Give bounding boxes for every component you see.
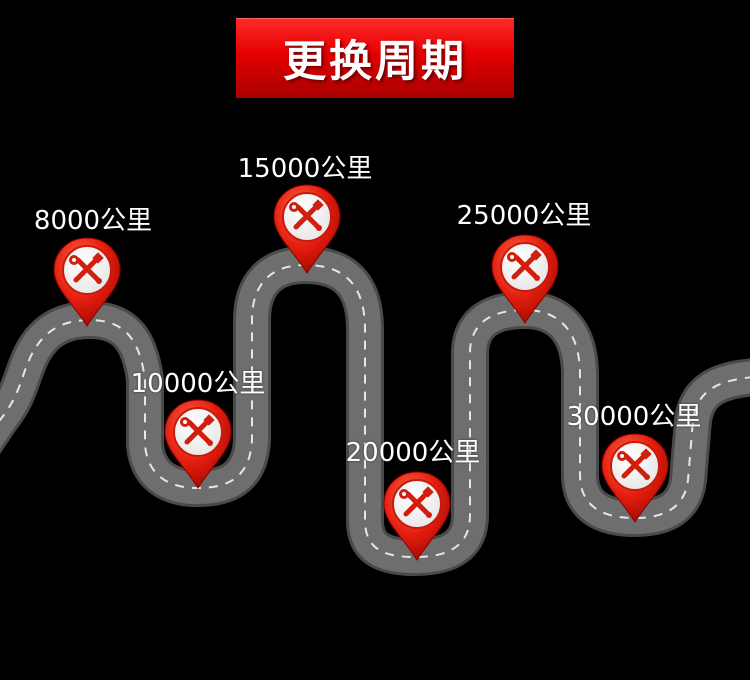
milestone-label: 30000公里 <box>566 402 702 432</box>
repair-tools-icon <box>52 236 122 328</box>
milestone-label: 20000公里 <box>345 438 481 468</box>
repair-tools-icon <box>272 183 342 275</box>
title-banner: 更换周期 <box>236 18 514 98</box>
milestone-label: 15000公里 <box>237 154 373 184</box>
milestone-label: 8000公里 <box>33 206 153 236</box>
repair-tools-icon <box>163 398 233 490</box>
milestone-label: 25000公里 <box>456 201 592 231</box>
milestone-label: 10000公里 <box>130 369 266 399</box>
repair-tools-icon <box>382 470 452 562</box>
repair-tools-icon <box>600 432 670 524</box>
repair-tools-icon <box>490 233 560 325</box>
page-title: 更换周期 <box>283 37 467 87</box>
